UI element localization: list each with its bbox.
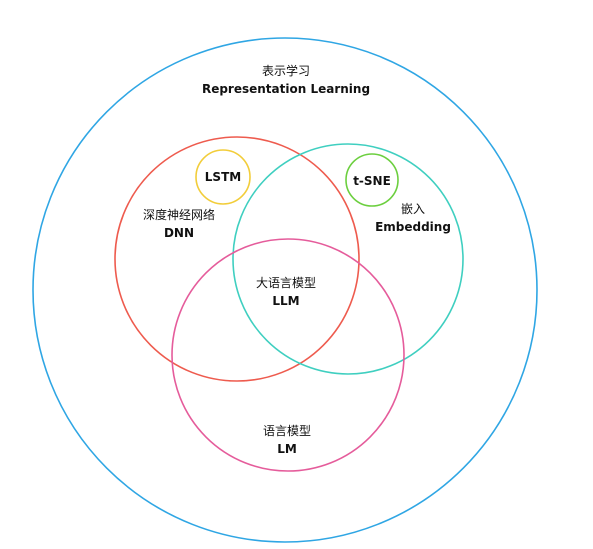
embedding-label-zh: 嵌入 [401, 202, 425, 216]
lm-label-zh: 语言模型 [263, 424, 311, 438]
tsne-circle [345, 153, 399, 207]
representation-learning-circle [32, 37, 538, 543]
lm-circle [171, 238, 405, 472]
tsne-label: t-SNE [353, 174, 391, 188]
embedding-label-en: Embedding [375, 220, 451, 234]
representation-learning-label-zh: 表示学习 [262, 63, 310, 78]
llm-label-en: LLM [272, 294, 299, 308]
lstm-circle [195, 149, 251, 205]
dnn-label-en: DNN [164, 226, 194, 240]
lstm-label: LSTM [205, 170, 241, 184]
dnn-circle [114, 136, 360, 382]
lm-label-en: LM [277, 442, 297, 456]
embedding-circle [232, 143, 464, 375]
dnn-label-zh: 深度神经网络 [143, 207, 215, 222]
representation-learning-label-en: Representation Learning [202, 82, 370, 96]
llm-label-zh: 大语言模型 [256, 276, 316, 290]
